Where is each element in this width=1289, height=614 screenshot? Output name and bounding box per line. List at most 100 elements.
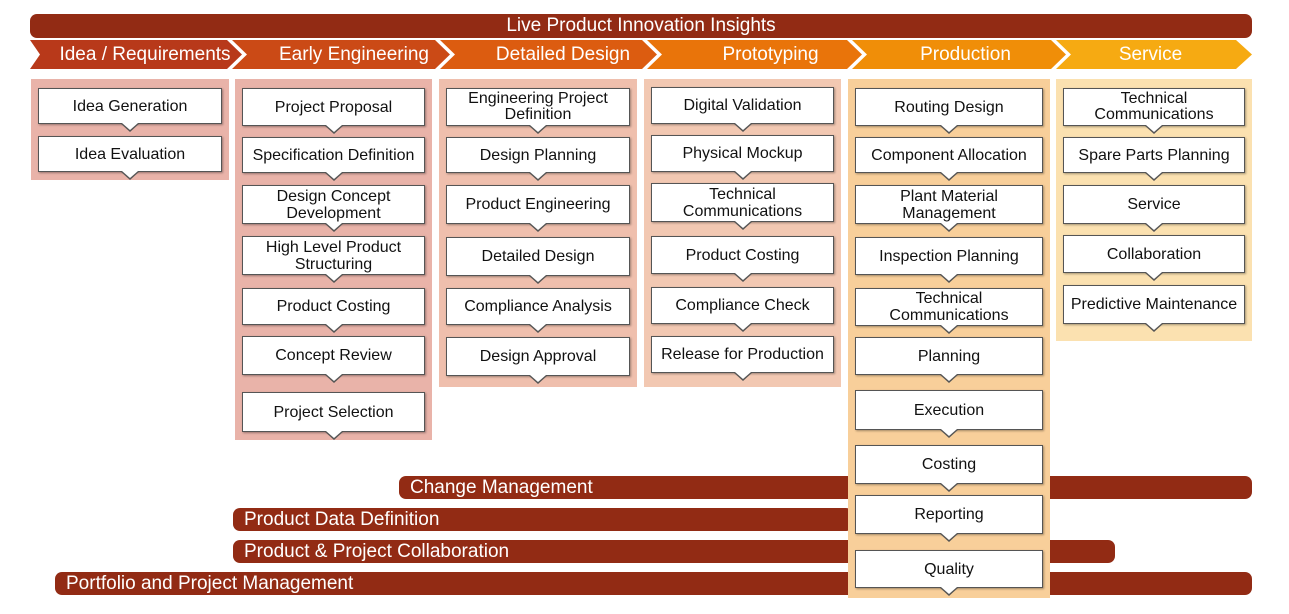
step-label: Idea Generation xyxy=(72,97,188,115)
step-box: Technical Communications xyxy=(855,288,1043,334)
phase-label-service: Service xyxy=(1118,43,1183,65)
phase-arrow-production xyxy=(852,40,1066,69)
step-box: Quality xyxy=(855,550,1043,596)
step-box: Technical Communications xyxy=(651,183,834,230)
step-box: Product Engineering xyxy=(446,185,630,232)
step-box: Costing xyxy=(855,445,1043,492)
phase-label-idea: Idea / Requirements xyxy=(59,43,231,65)
step-label: Quality xyxy=(924,560,974,578)
step-label: High Level Product Structuring xyxy=(265,238,402,273)
step-label: Spare Parts Planning xyxy=(1078,146,1230,164)
step-label: Product Costing xyxy=(685,246,800,264)
bar-product-data-definition: Product Data Definition xyxy=(233,508,853,531)
step-box: Design Approval xyxy=(446,337,630,384)
step-box: Idea Evaluation xyxy=(38,136,222,180)
step-label: Predictive Maintenance xyxy=(1070,296,1238,313)
chevron-down-icon xyxy=(941,172,957,179)
step-label: Detailed Design xyxy=(481,248,595,265)
chevron-down-icon xyxy=(734,273,751,280)
step-label: Technical Communications xyxy=(1094,90,1214,123)
chevron-down-icon xyxy=(941,429,957,436)
step-label: Project Selection xyxy=(273,403,394,421)
chevron-down-icon xyxy=(530,125,546,132)
step-box: Plant Material Management xyxy=(855,185,1043,232)
step-label: Component Allocation xyxy=(871,146,1027,164)
step-label: Technical Communications xyxy=(889,290,1009,324)
chevron-down-icon xyxy=(530,172,546,179)
step-box: Routing Design xyxy=(855,88,1043,134)
chevron-down-icon xyxy=(941,374,957,381)
step-label: Physical Mockup xyxy=(682,145,803,162)
step-box: Release for Production xyxy=(651,336,834,381)
chevron-down-icon xyxy=(122,123,138,130)
step-label: Collaboration xyxy=(1106,245,1202,263)
step-label: Release for Production xyxy=(661,346,824,363)
step-box: Project Proposal xyxy=(242,88,425,134)
chevron-down-icon xyxy=(530,375,546,382)
step-label: Reporting xyxy=(914,506,984,523)
step-label: Design Approval xyxy=(479,348,597,365)
step-label: Execution xyxy=(913,401,985,419)
chevron-down-icon xyxy=(734,123,751,130)
step-box: Compliance Check xyxy=(651,287,834,332)
step-box: Design Planning xyxy=(446,137,630,181)
step-box: Engineering Project Definition xyxy=(446,88,630,134)
chevron-down-icon xyxy=(941,125,957,132)
step-box: Execution xyxy=(855,390,1043,438)
chevron-down-icon xyxy=(941,274,957,281)
step-label: Product Engineering xyxy=(465,196,611,213)
bar-change-management: Change Management xyxy=(399,476,1252,499)
chevron-down-icon xyxy=(325,274,342,281)
step-box: Project Selection xyxy=(242,392,425,440)
chevron-down-icon xyxy=(1146,272,1162,279)
step-box: Product Costing xyxy=(242,288,425,333)
phase-label-production: Production xyxy=(920,43,1011,65)
chevron-down-icon xyxy=(325,374,342,381)
step-label: Service xyxy=(1127,196,1181,213)
chevron-down-icon xyxy=(530,223,546,230)
chevron-down-icon xyxy=(941,587,957,594)
step-label: Engineering Project Definition xyxy=(468,90,608,123)
chevron-down-icon xyxy=(530,275,546,282)
phase-arrow-early-engineering xyxy=(232,40,450,69)
step-box: Spare Parts Planning xyxy=(1063,137,1245,181)
step-box: Compliance Analysis xyxy=(446,288,630,333)
chevron-down-icon xyxy=(325,172,342,179)
chevron-down-icon xyxy=(941,533,957,540)
step-label: Product Costing xyxy=(276,298,391,315)
chevron-down-icon xyxy=(734,171,751,178)
step-label: Routing Design xyxy=(894,98,1004,116)
step-box: Collaboration xyxy=(1063,235,1245,281)
chevron-down-icon xyxy=(734,221,751,228)
step-label: Design Concept Development xyxy=(276,187,391,222)
phase-arrows xyxy=(30,40,1252,69)
step-label: Compliance Analysis xyxy=(464,298,612,315)
column-service: Technical Communications Spare Parts Pla… xyxy=(1056,79,1252,341)
phase-arrow-detailed-design xyxy=(440,40,657,69)
column-early-engineering: Project Proposal Specification Definitio… xyxy=(235,79,432,440)
step-box: Service xyxy=(1063,185,1245,232)
step-label: Inspection Planning xyxy=(879,247,1019,265)
phase-label-early-engineering: Early Engineering xyxy=(279,43,429,65)
step-box: Predictive Maintenance xyxy=(1063,285,1245,332)
step-box: Specification Definition xyxy=(242,137,425,181)
step-box: Planning xyxy=(855,337,1043,383)
step-label: Plant Material Management xyxy=(900,187,998,222)
column-prototyping: Digital Validation Physical Mockup Techn… xyxy=(644,79,841,387)
step-label: Concept Review xyxy=(275,347,392,364)
step-box: Idea Generation xyxy=(38,88,222,132)
phase-arrow-prototyping xyxy=(647,40,862,69)
chevron-down-icon xyxy=(325,324,342,331)
step-box: Component Allocation xyxy=(855,137,1043,181)
chevron-down-icon xyxy=(122,171,138,178)
chevron-down-icon xyxy=(941,325,957,332)
step-label: Compliance Check xyxy=(675,297,810,314)
step-label: Planning xyxy=(917,347,981,365)
step-box: Reporting xyxy=(855,495,1043,542)
title-banner: Live Product Innovation Insights xyxy=(30,14,1252,38)
bar-portfolio-project-management: Portfolio and Project Management xyxy=(55,572,1252,595)
chevron-down-icon xyxy=(325,223,342,230)
step-box: High Level Product Structuring xyxy=(242,236,425,283)
phase-arrow-service xyxy=(1056,40,1252,69)
chevron-down-icon xyxy=(1146,172,1162,179)
